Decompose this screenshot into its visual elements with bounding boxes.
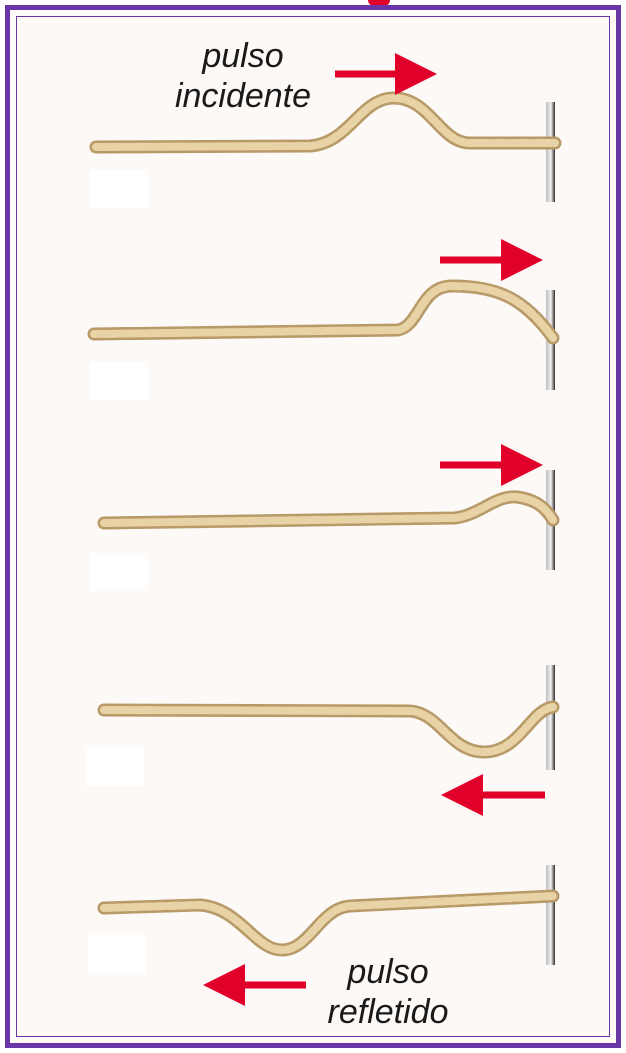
frame-1 <box>90 74 555 208</box>
label-box-2 <box>90 362 148 400</box>
rope-1 <box>96 98 555 147</box>
incident-label-line1: pulso <box>168 36 318 76</box>
reflected-label-line1: pulso <box>308 952 468 992</box>
rope-4 <box>104 707 553 752</box>
label-box-5 <box>88 935 146 973</box>
incident-label-line2: incidente <box>168 76 318 116</box>
label-box-4 <box>86 748 144 786</box>
label-box-3 <box>90 553 148 591</box>
label-box-1 <box>90 170 148 208</box>
wall-5 <box>546 865 555 965</box>
reflected-label-line2: refletido <box>308 992 468 1032</box>
incident-pulse-label: pulso incidente <box>168 36 318 116</box>
frame-2 <box>90 260 555 400</box>
reflected-pulse-label: pulso refletido <box>308 952 468 1032</box>
frame-3 <box>90 465 555 591</box>
wall-1 <box>546 102 555 202</box>
wall-4 <box>546 665 555 770</box>
frame-4 <box>86 665 555 795</box>
